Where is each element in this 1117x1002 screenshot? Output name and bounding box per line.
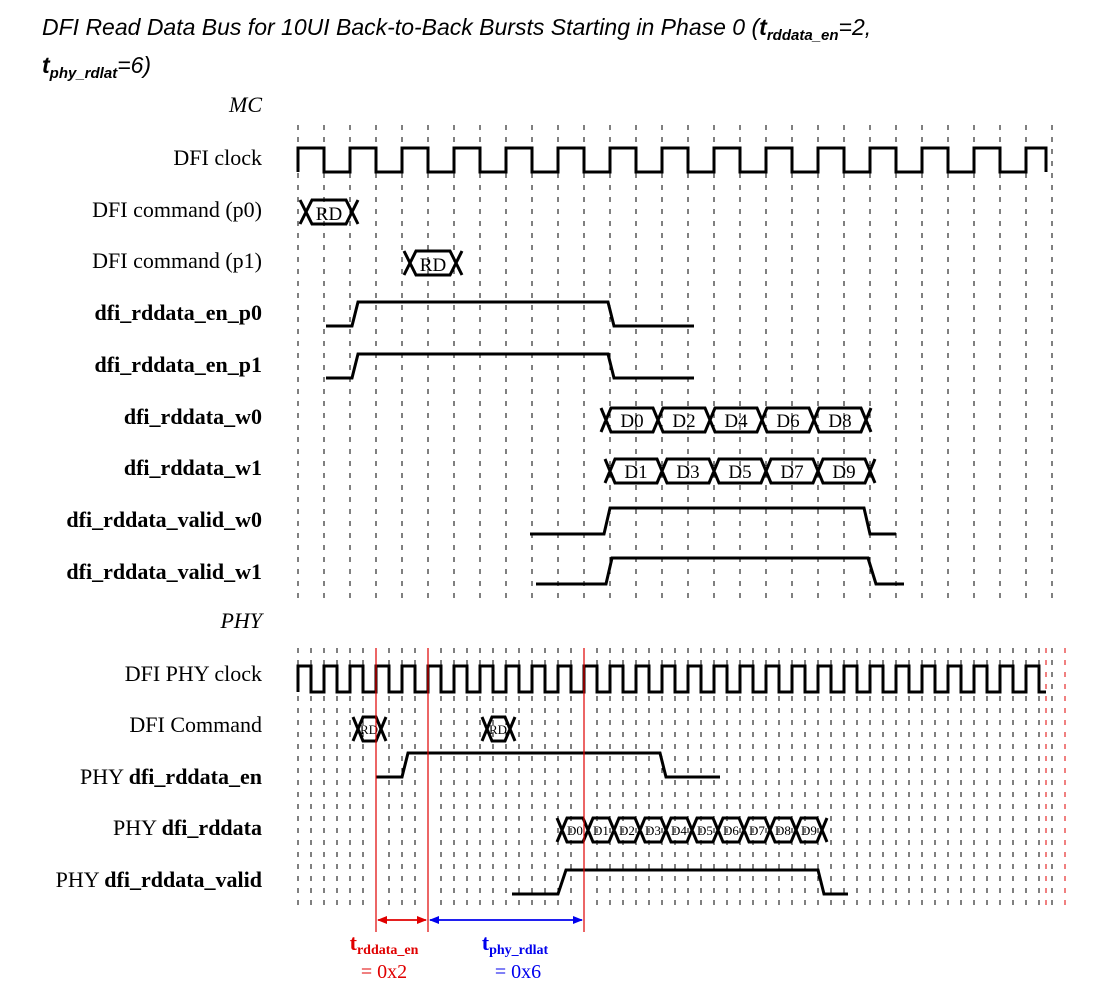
phy-grid-lines xyxy=(297,648,1066,912)
dfi-clock-wave xyxy=(296,146,1048,174)
rddata-valid-w1-wave xyxy=(536,556,904,586)
tphy-rdlat-label: tphy_rdlat xyxy=(482,930,549,958)
phy-rddata-cell-d4: D4 xyxy=(671,823,687,838)
signal-label-rddata-valid-w0: dfi_rddata_valid_w0 xyxy=(66,507,262,532)
rddata-w1-cell-d5: D5 xyxy=(728,462,751,483)
rddata-w1-cell-d3: D3 xyxy=(676,462,699,483)
phy-rddata-cell-d1: D1 xyxy=(593,823,609,838)
command-p1-rd: RD xyxy=(402,249,464,277)
phy-rddata-cell-d2: D2 xyxy=(619,823,635,838)
phy-rddata-cell-d5: D5 xyxy=(697,823,713,838)
command-p0-rd: RD xyxy=(298,198,360,226)
phy-command-rd-1: RD xyxy=(351,715,388,743)
phy-rddata-valid-wave xyxy=(512,868,848,896)
phy-rddata-cell-d9: D9 xyxy=(801,823,817,838)
section-label-phy: PHY xyxy=(219,608,264,633)
phy-rddata-cell-d6: D6 xyxy=(723,823,739,838)
rddata-w0-cell-d2: D2 xyxy=(672,411,695,432)
signal-label-rddata-w1: dfi_rddata_w1 xyxy=(124,455,262,480)
command-p1-rd-label: RD xyxy=(420,255,446,276)
rddata-w0-cell-d0: D0 xyxy=(620,411,643,432)
signal-label-dfi-command-p1: DFI command (p1) xyxy=(92,248,262,273)
signal-label-phy-rddata-valid: PHY dfi_rddata_valid xyxy=(56,867,262,892)
signal-label-phy-rddata: PHY dfi_rddata xyxy=(113,815,262,840)
phy-command-rd-2: RD xyxy=(480,715,517,743)
phy-command-rd-2-label: RD xyxy=(489,722,507,737)
signal-label-phy-clock: DFI PHY clock xyxy=(125,661,262,686)
signal-label-rddata-valid-w1: dfi_rddata_valid_w1 xyxy=(66,559,262,584)
section-label-mc: MC xyxy=(228,92,262,117)
rddata-w1-cell-d1: D1 xyxy=(624,462,647,483)
phy-rddata-en-wave xyxy=(376,751,720,779)
rddata-valid-w0-wave xyxy=(530,506,896,536)
phy-rddata-bus: D0 D1 D2 D3 D4 D5 D6 D7 D8 D9 xyxy=(555,816,829,844)
rddata-w0-bus: D0 D2 D4 D6 D8 xyxy=(599,406,873,434)
trddata-en-value: = 0x2 xyxy=(361,961,407,983)
rddata-w1-bus: D1 D3 D5 D7 D9 xyxy=(603,457,877,485)
phy-clock-wave xyxy=(296,664,1046,694)
phy-rddata-cell-d3: D3 xyxy=(645,823,661,838)
signal-label-rddata-w0: dfi_rddata_w0 xyxy=(124,404,262,429)
rddata-w0-cell-d4: D4 xyxy=(724,411,748,432)
signal-label-dfi-command-p0: DFI command (p0) xyxy=(92,197,262,222)
mc-grid-lines xyxy=(297,125,1053,598)
phy-rddata-cell-d0: D0 xyxy=(567,823,583,838)
rddata-en-p0-wave xyxy=(326,300,694,328)
diagram-title: DFI Read Data Bus for 10UI Back-to-Back … xyxy=(42,14,872,82)
signal-label-rddata-en-p1: dfi_rddata_en_p1 xyxy=(95,352,262,377)
command-p0-rd-label: RD xyxy=(316,204,342,225)
tphy-rdlat-value: = 0x6 xyxy=(495,961,541,983)
phy-rddata-cell-d8: D8 xyxy=(775,823,791,838)
signal-label-dfi-clock: DFI clock xyxy=(173,145,262,170)
trddata-en-label: trddata_en xyxy=(350,930,419,958)
rddata-w1-cell-d7: D7 xyxy=(780,462,803,483)
rddata-w1-cell-d9: D9 xyxy=(832,462,855,483)
phy-rddata-cell-d7: D7 xyxy=(749,823,765,838)
signal-label-rddata-en-p0: dfi_rddata_en_p0 xyxy=(95,300,262,325)
phy-command-rd-1-label: RD xyxy=(360,722,378,737)
rddata-w0-cell-d6: D6 xyxy=(776,411,799,432)
rddata-w0-cell-d8: D8 xyxy=(828,411,851,432)
signal-label-phy-rddata-en: PHY dfi_rddata_en xyxy=(80,764,262,789)
signal-label-phy-command: DFI Command xyxy=(129,712,262,737)
rddata-en-p1-wave xyxy=(326,352,694,380)
